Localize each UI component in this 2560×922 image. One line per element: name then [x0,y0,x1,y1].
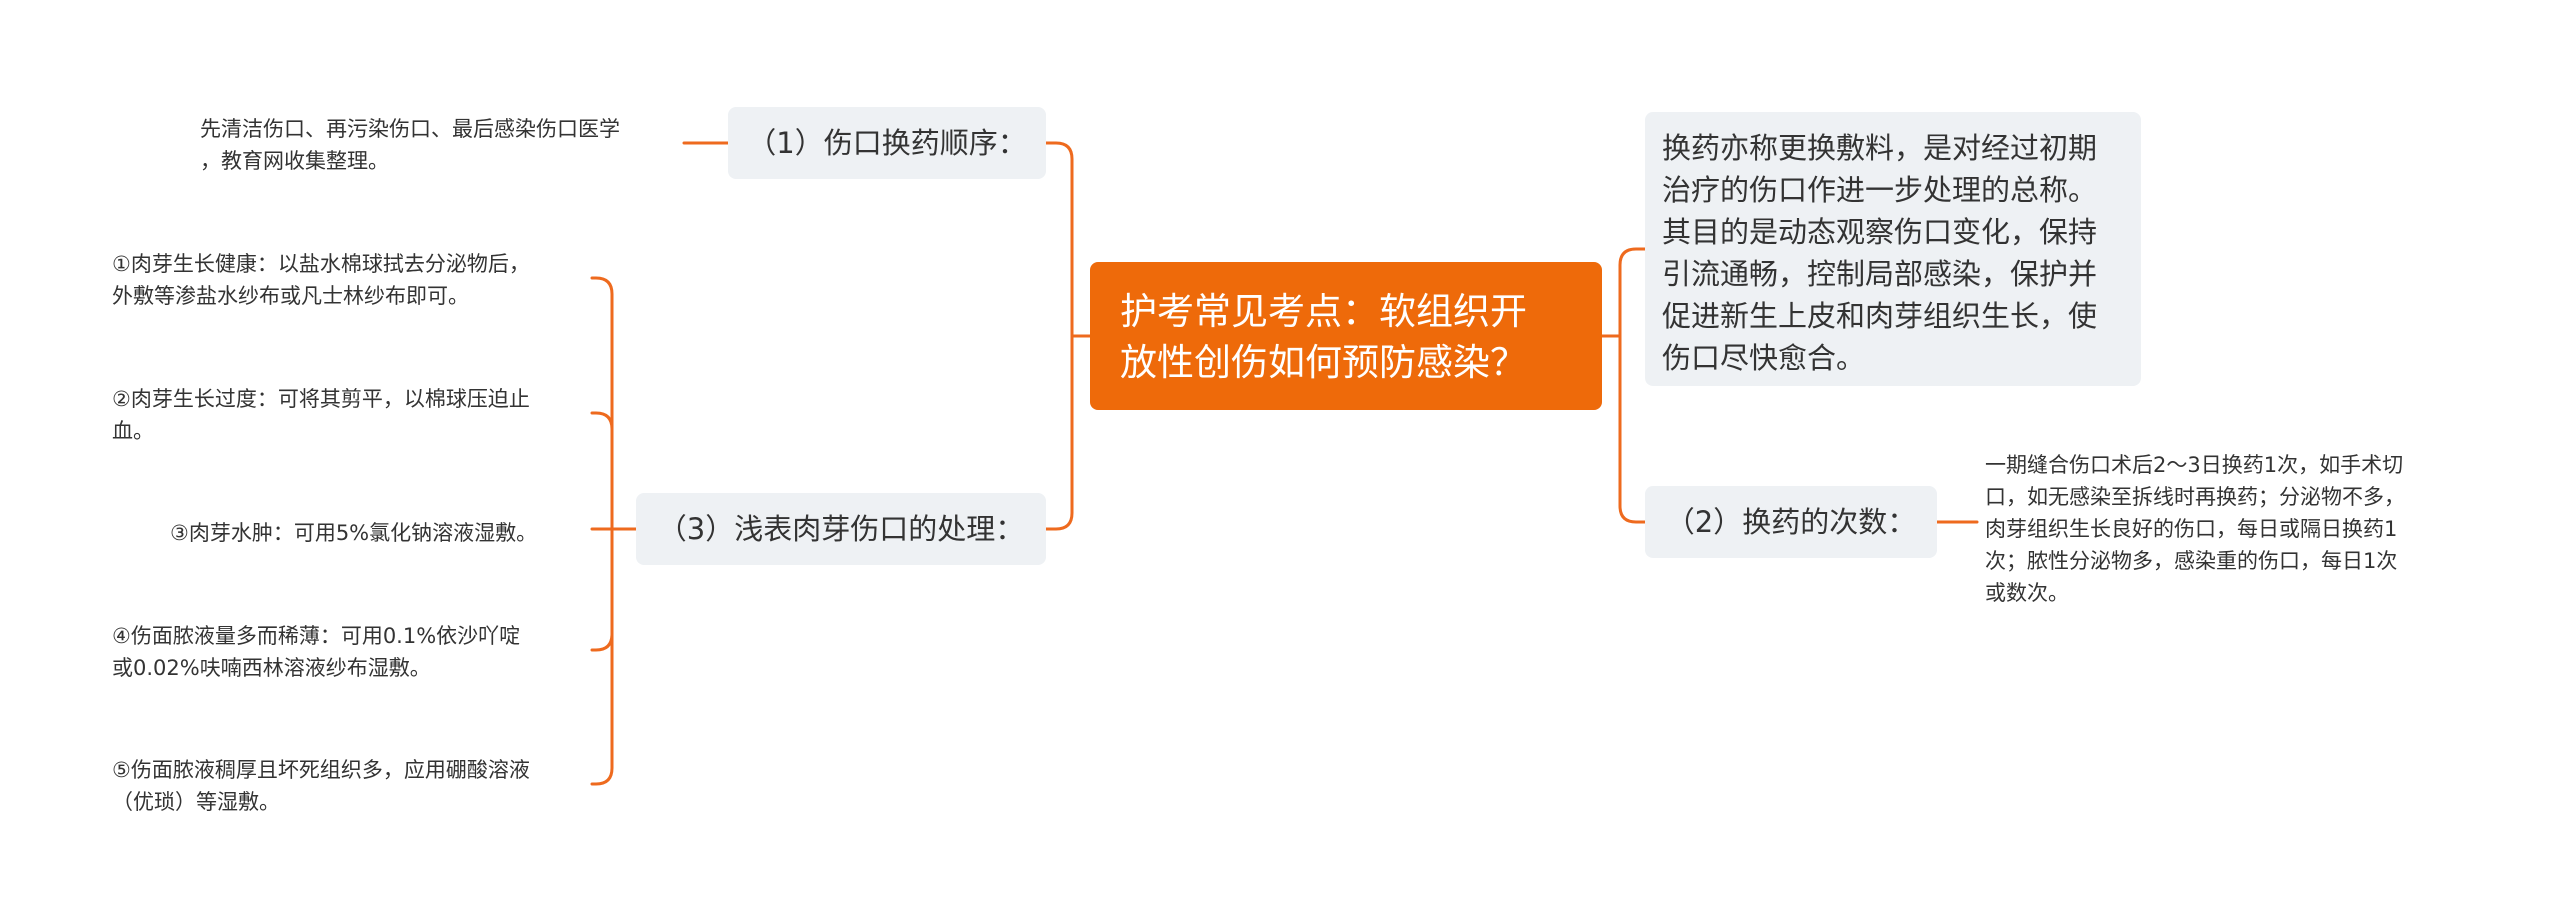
leaf-node-excessive-granulation[interactable]: ②肉芽生长过度：可将其剪平，以棉球压迫止 血。 [112,383,530,447]
leaf-line: 次；脓性分泌物多，感染重的伤口，每日1次 [1985,549,2398,573]
description-line: 促进新生上皮和肉芽组织生长，使 [1662,299,2098,333]
description-line: 伤口尽快愈合。 [1662,341,1866,375]
branch-node-granulation-treatment[interactable]: （3）浅表肉芽伤口的处理： [636,493,1046,565]
leaf-node-healthy-granulation[interactable]: ①肉芽生长健康：以盐水棉球拭去分泌物后， 外敷等渗盐水纱布或凡士林纱布即可。 [112,248,530,312]
connector-root-to-branch3 [1044,334,1074,531]
leaf-line: ②肉芽生长过度：可将其剪平，以棉球压迫止 [112,387,530,411]
leaf-node-dressing-frequency[interactable]: 一期缝合伤口术后2～3日换药1次，如手术切 口，如无感染至拆线时再换药；分泌物不… [1985,449,2405,609]
leaf-line: 肉芽组织生长良好的伤口，每日或隔日换药1 [1985,517,2398,541]
leaf-line: 或0.02%呋喃西林溶液纱布湿敷。 [112,656,431,680]
leaf-line: 外敷等渗盐水纱布或凡士林纱布即可。 [112,284,469,308]
branch-node-dressing-frequency[interactable]: （2）换药的次数： [1645,486,1937,558]
branch-node-dressing-order[interactable]: （1）伤口换药顺序： [728,107,1046,179]
connector-root-to-branch1 [1044,141,1074,338]
connector-branch3-to-leaf1 [590,276,614,531]
connector-branch3-to-leaf2 [590,411,614,431]
leaf-node-granulation-edema[interactable]: ③肉芽水肿：可用5%氯化钠溶液湿敷。 [170,517,537,549]
description-line: 其目的是动态观察伤口变化，保持 [1662,215,2098,249]
leaf-line: ①肉芽生长健康：以盐水棉球拭去分泌物后， [112,252,530,276]
connector-branch3-to-leaf4 [590,527,614,652]
connector-root-to-branch2 [1618,334,1647,524]
description-line: 换药亦称更换敷料，是对经过初期 [1662,131,2098,165]
leaf-line: 一期缝合伤口术后2～3日换药1次，如手术切 [1985,453,2404,477]
connector-root-to-description [1618,247,1647,338]
leaf-line: 或数次。 [1985,581,2069,605]
description-line: 引流通畅，控制局部感染，保护并 [1662,257,2098,291]
leaf-node-thin-pus[interactable]: ④伤面脓液量多而稀薄：可用0.1%依沙吖啶 或0.02%呋喃西林溶液纱布湿敷。 [112,620,520,684]
leaf-line: ⑤伤面脓液稠厚且坏死组织多，应用硼酸溶液 [112,758,530,782]
description-node[interactable]: 换药亦称更换敷料，是对经过初期 治疗的伤口作进一步处理的总称。 其目的是动态观察… [1645,112,2141,386]
root-node-title[interactable]: 护考常见考点：软组织开 放性创伤如何预防感染？ [1090,262,1602,410]
leaf-line: 口，如无感染至拆线时再换药；分泌物不多， [1985,485,2405,509]
leaf-line: 先清洁伤口、再污染伤口、最后感染伤口医学 [200,117,620,141]
leaf-line: ③肉芽水肿：可用5%氯化钠溶液湿敷。 [170,521,538,545]
leaf-node-dressing-order[interactable]: 先清洁伤口、再污染伤口、最后感染伤口医学 ，教育网收集整理。 [200,113,620,177]
leaf-line: （优琐）等湿敷。 [112,790,280,814]
description-line: 治疗的伤口作进一步处理的总称。 [1662,173,2098,207]
leaf-line: ，教育网收集整理。 [200,149,389,173]
root-title-line: 放性创伤如何预防感染？ [1120,341,1527,384]
connector-branch3-to-leaf5 [590,527,614,786]
leaf-line: 血。 [112,419,154,443]
root-title-line: 护考常见考点：软组织开 [1120,290,1527,333]
leaf-line: ④伤面脓液量多而稀薄：可用0.1%依沙吖啶 [112,624,521,648]
leaf-node-thick-pus-necrosis[interactable]: ⑤伤面脓液稠厚且坏死组织多，应用硼酸溶液 （优琐）等湿敷。 [112,754,530,818]
